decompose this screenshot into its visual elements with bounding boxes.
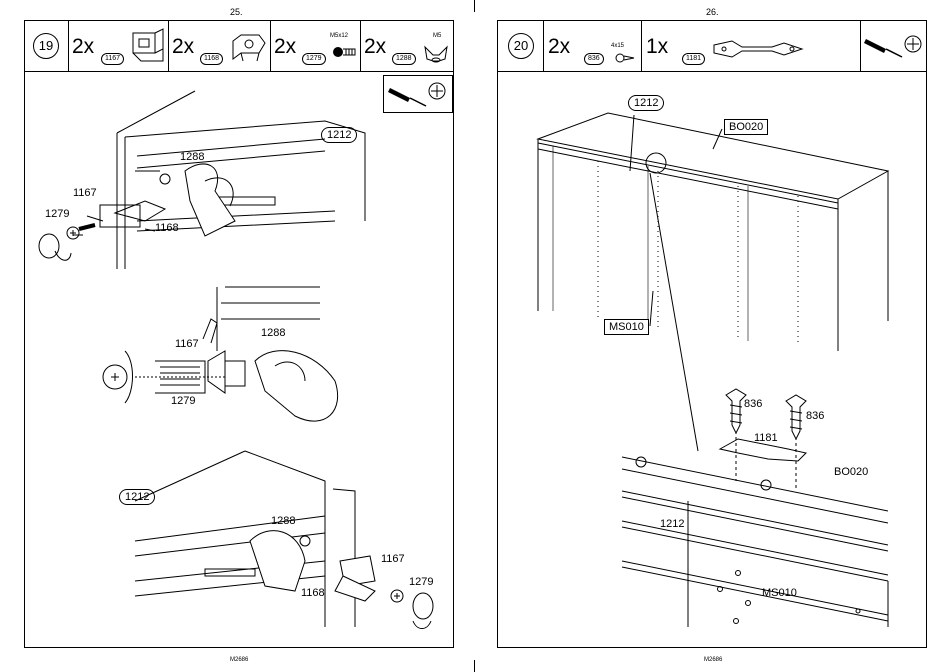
label-1288: 1288 — [271, 515, 295, 527]
side-panel-label-detail: MS010 — [762, 587, 797, 599]
center-crop-mark-bottom — [474, 660, 475, 672]
screw-label-a: 836 — [744, 398, 762, 410]
label-1279: 1279 — [409, 576, 433, 588]
screw-label-b: 836 — [806, 410, 824, 422]
label-1168: 1168 — [301, 587, 325, 599]
top-panel-label-detail: BO020 — [834, 466, 868, 478]
instruction-page-right: 20 2x 836 4x15 1x 1181 — [497, 20, 927, 648]
rail-label-detail: 1212 — [660, 518, 684, 530]
footer-code-right: M2686 — [704, 657, 722, 663]
bracket-label: 1181 — [754, 432, 778, 444]
footer-code-left: M2686 — [230, 657, 248, 663]
panel-callout: 1212 — [119, 489, 155, 505]
page-number-right: 26. — [706, 7, 719, 17]
label-1167: 1167 — [381, 553, 405, 565]
instruction-page-left: 19 2x 1167 2x 1168 2x 1279 M5x12 2x 1288… — [24, 20, 454, 648]
detail-drawing — [498, 21, 928, 649]
center-crop-mark — [474, 0, 475, 12]
page-number-left: 25. — [230, 7, 243, 17]
